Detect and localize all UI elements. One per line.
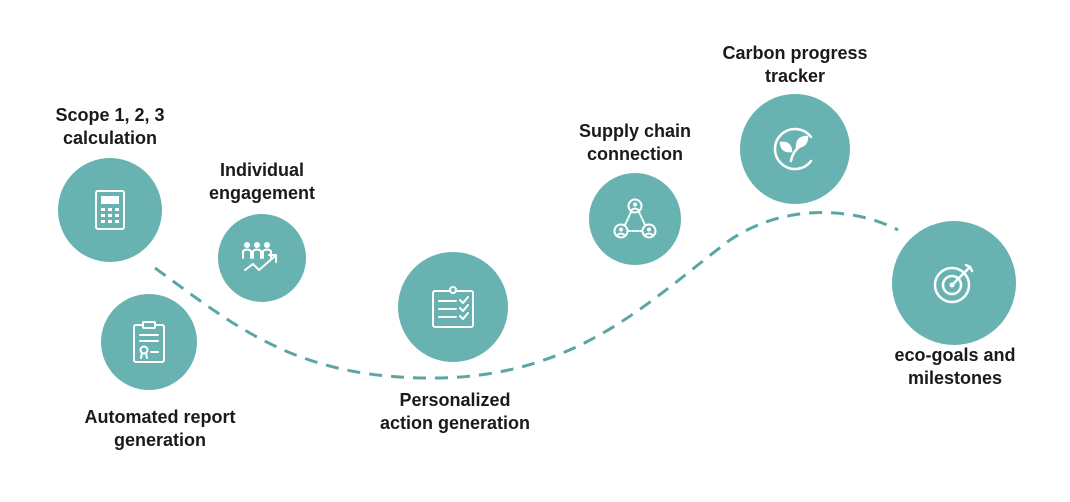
step-label-scope-calculation: Scope 1, 2, 3 calculation — [55, 105, 165, 148]
leaf-cycle-icon — [771, 125, 819, 173]
step-circle-supply-chain — [589, 173, 681, 265]
team-growth-icon — [239, 240, 285, 276]
step-circle-carbon-tracker — [740, 94, 850, 204]
step-label-individual-engagement: Individual engagement — [208, 160, 316, 203]
clipboard-report-icon — [131, 320, 167, 364]
step-circle-individual-engagement — [218, 214, 306, 302]
calculator-icon — [92, 189, 128, 231]
step-label-carbon-tracker: Carbon progress tracker — [722, 43, 868, 86]
network-people-icon — [612, 198, 658, 240]
step-label-supply-chain: Supply chain connection — [578, 121, 692, 164]
checklist-icon — [430, 285, 476, 329]
step-circle-eco-goals — [892, 221, 1016, 345]
target-icon — [930, 259, 978, 307]
step-circle-personalized-action — [398, 252, 508, 362]
step-label-eco-goals: eco-goals and milestones — [894, 345, 1016, 388]
step-circle-scope-calculation — [58, 158, 162, 262]
step-label-personalized-action: Personalized action generation — [379, 390, 531, 433]
step-circle-automated-report — [101, 294, 197, 390]
step-label-automated-report: Automated report generation — [84, 407, 236, 450]
